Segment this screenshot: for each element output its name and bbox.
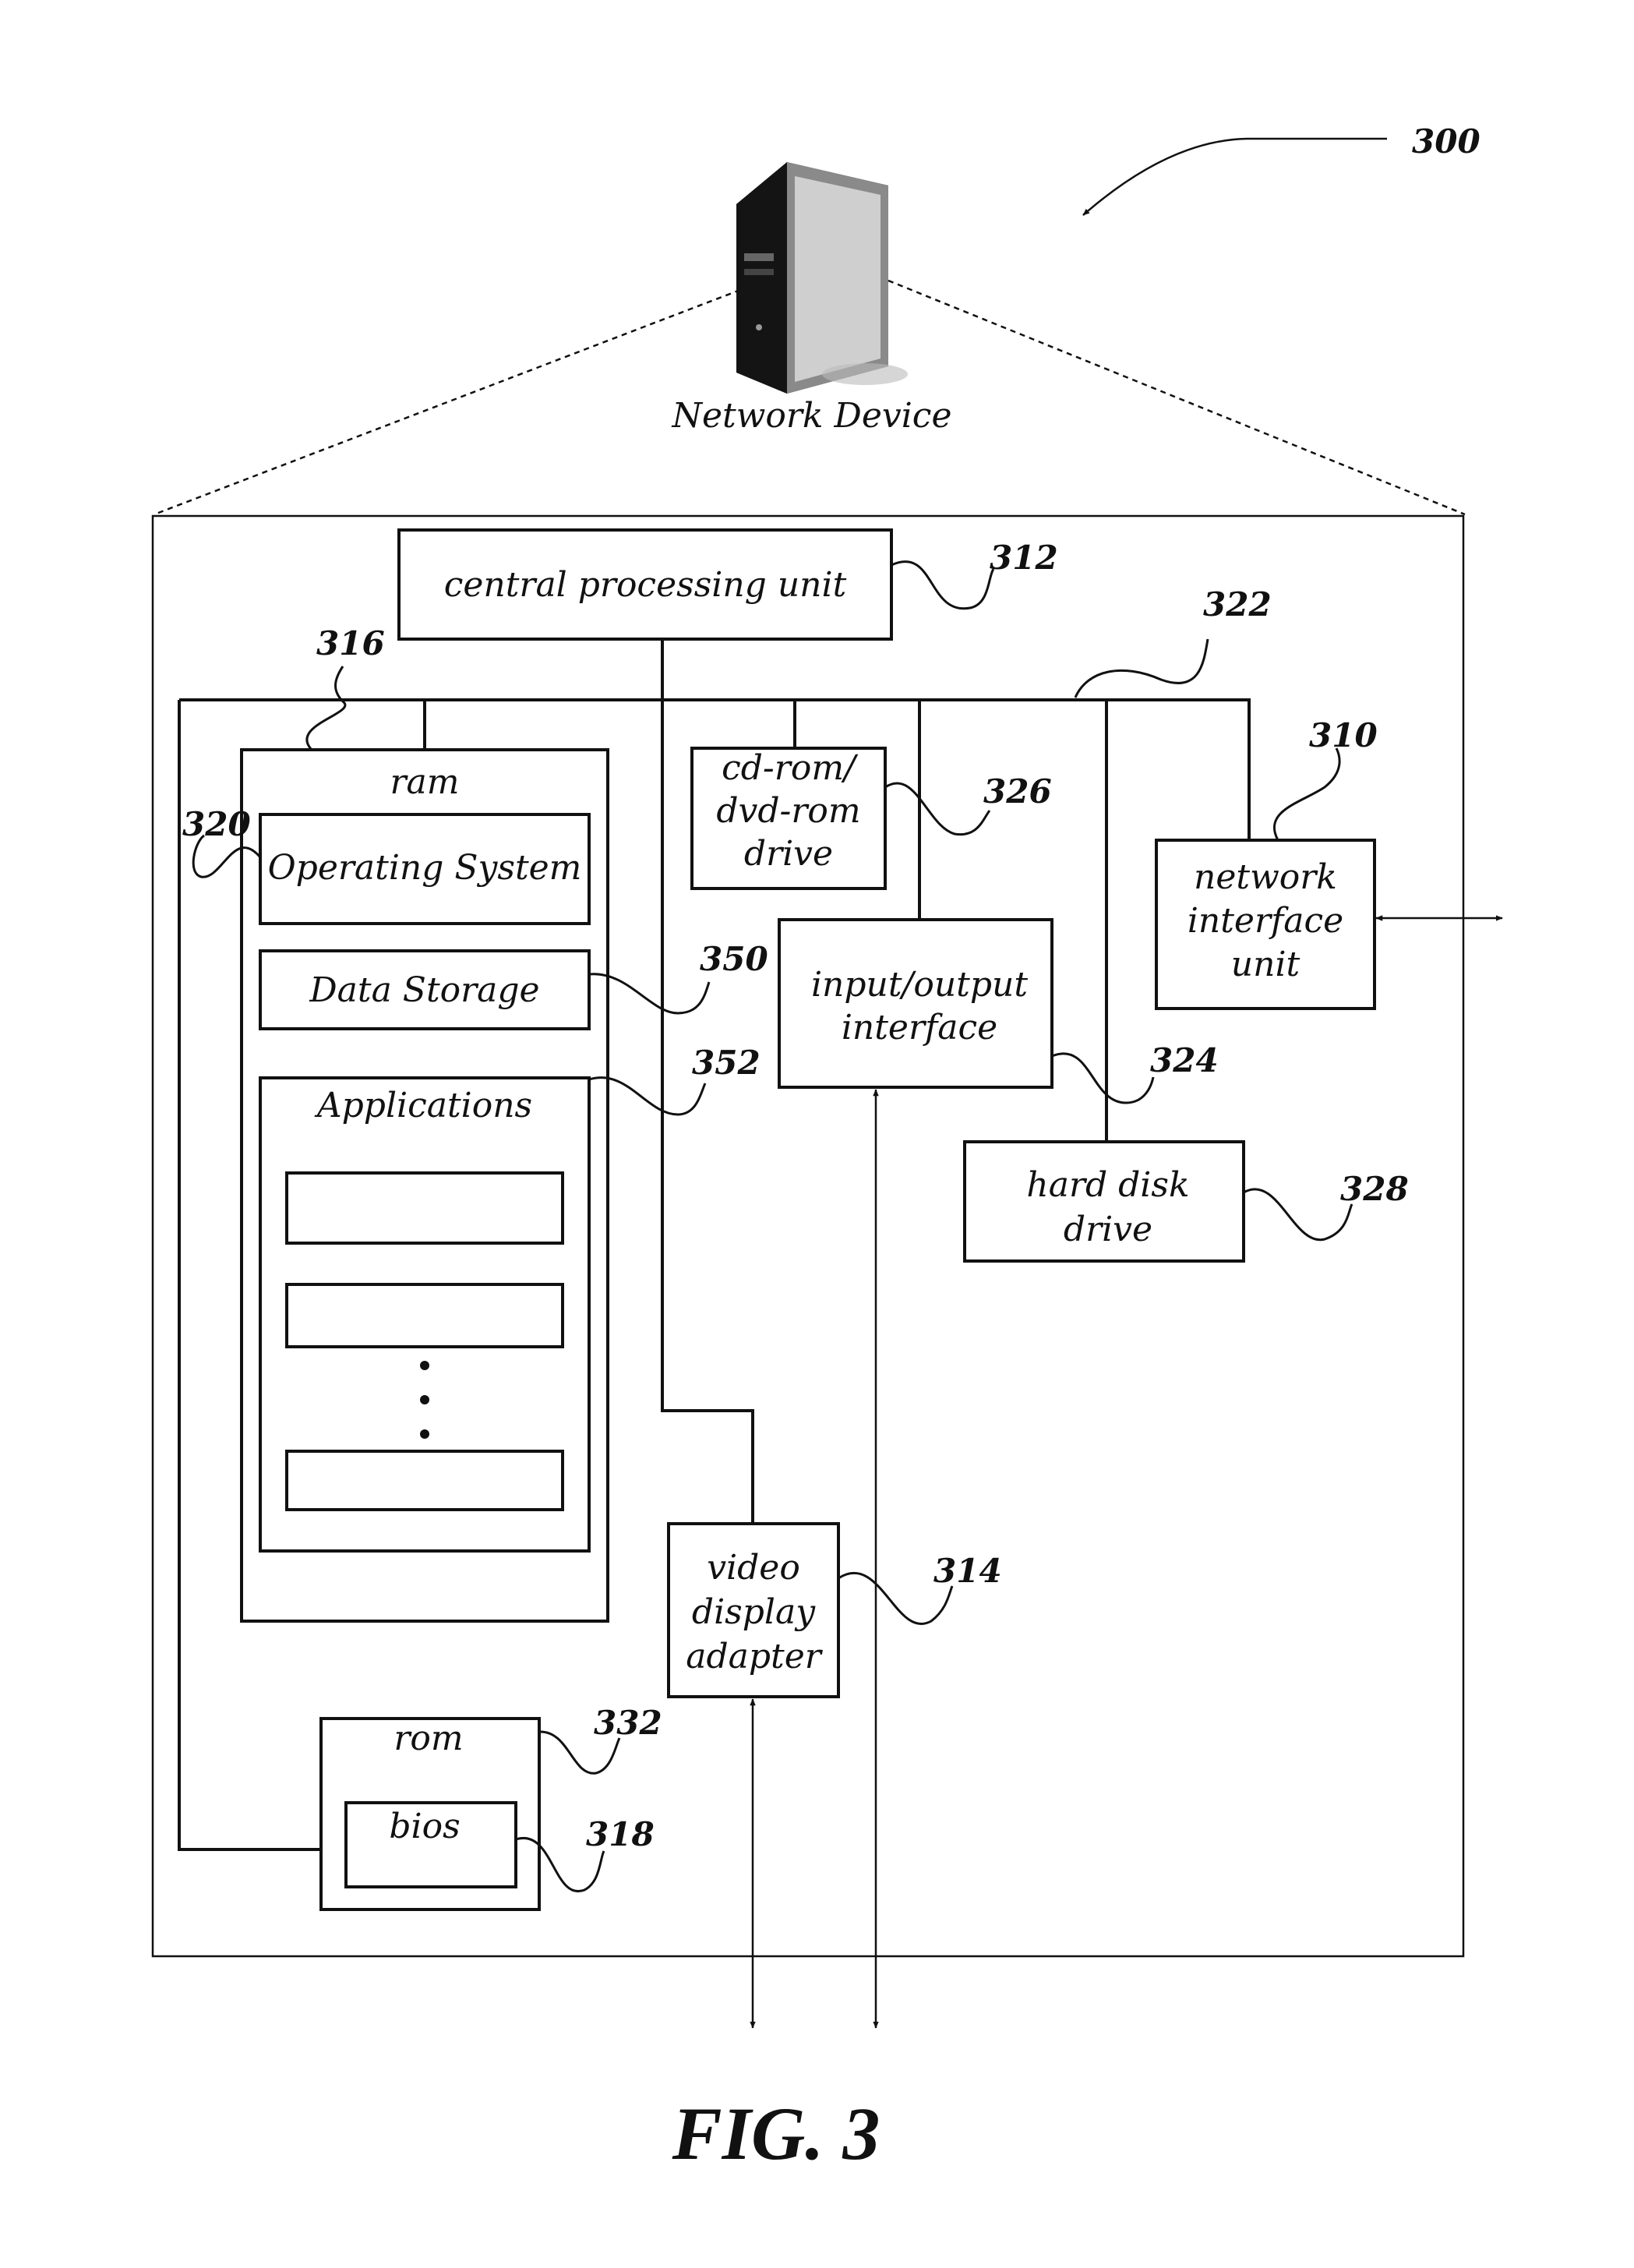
- ref-352: 352: [692, 1044, 761, 1082]
- ellipsis-dot: [420, 1395, 429, 1404]
- nic-label-line2: interface: [1188, 901, 1343, 941]
- ref-326: 326: [983, 772, 1052, 811]
- rom-label: rom: [394, 1719, 463, 1758]
- ellipsis-dot: [420, 1361, 429, 1370]
- ref-324: 324: [1150, 1041, 1219, 1079]
- device-label: Network Device: [672, 396, 952, 436]
- bios-label: bios: [389, 1807, 460, 1846]
- nic-label-line3: unit: [1231, 945, 1300, 984]
- ref-318: 318: [586, 1815, 655, 1853]
- figure-caption: FIG. 3: [672, 2092, 881, 2175]
- cdrom-label-line1: cd-rom/: [722, 748, 859, 788]
- ref-314: 314: [933, 1552, 1002, 1590]
- video-label-line3: adapter: [686, 1637, 824, 1676]
- io-label-line2: interface: [842, 1008, 997, 1047]
- ref-332: 332: [594, 1704, 662, 1742]
- server-tower-icon: [736, 162, 908, 394]
- ref-310: 310: [1309, 716, 1378, 754]
- ellipsis-dot: [420, 1429, 429, 1439]
- ram-label: ram: [390, 762, 460, 802]
- hdd-label-line2: drive: [1064, 1210, 1152, 1249]
- applications-label: Applications: [314, 1086, 532, 1125]
- cpu-label: central processing unit: [444, 565, 847, 605]
- projection-line-left: [154, 290, 740, 514]
- ref-316: 316: [316, 624, 385, 662]
- video-label-line2: display: [692, 1592, 816, 1632]
- ref-300: 300: [1412, 122, 1480, 161]
- ref-328: 328: [1340, 1170, 1409, 1208]
- ref-322: 322: [1203, 585, 1272, 624]
- ref-300-pointer: 300: [1083, 122, 1480, 215]
- video-label-line1: video: [707, 1548, 800, 1588]
- operating-system-label: Operating System: [268, 848, 582, 888]
- projection-line-right: [888, 281, 1465, 514]
- application-slot: [287, 1451, 563, 1510]
- ref-312: 312: [990, 539, 1058, 577]
- cdrom-label-line2: dvd-rom: [716, 791, 860, 831]
- hdd-label-line1: hard disk: [1026, 1165, 1189, 1205]
- io-label-line1: input/output: [811, 965, 1028, 1005]
- ref-350: 350: [700, 940, 768, 978]
- cdrom-label-line3: drive: [744, 834, 833, 874]
- nic-label-line1: network: [1194, 857, 1337, 897]
- ref-320: 320: [182, 805, 251, 843]
- data-storage-label: Data Storage: [309, 970, 539, 1010]
- application-slot: [287, 1284, 563, 1347]
- application-slot: [287, 1173, 563, 1243]
